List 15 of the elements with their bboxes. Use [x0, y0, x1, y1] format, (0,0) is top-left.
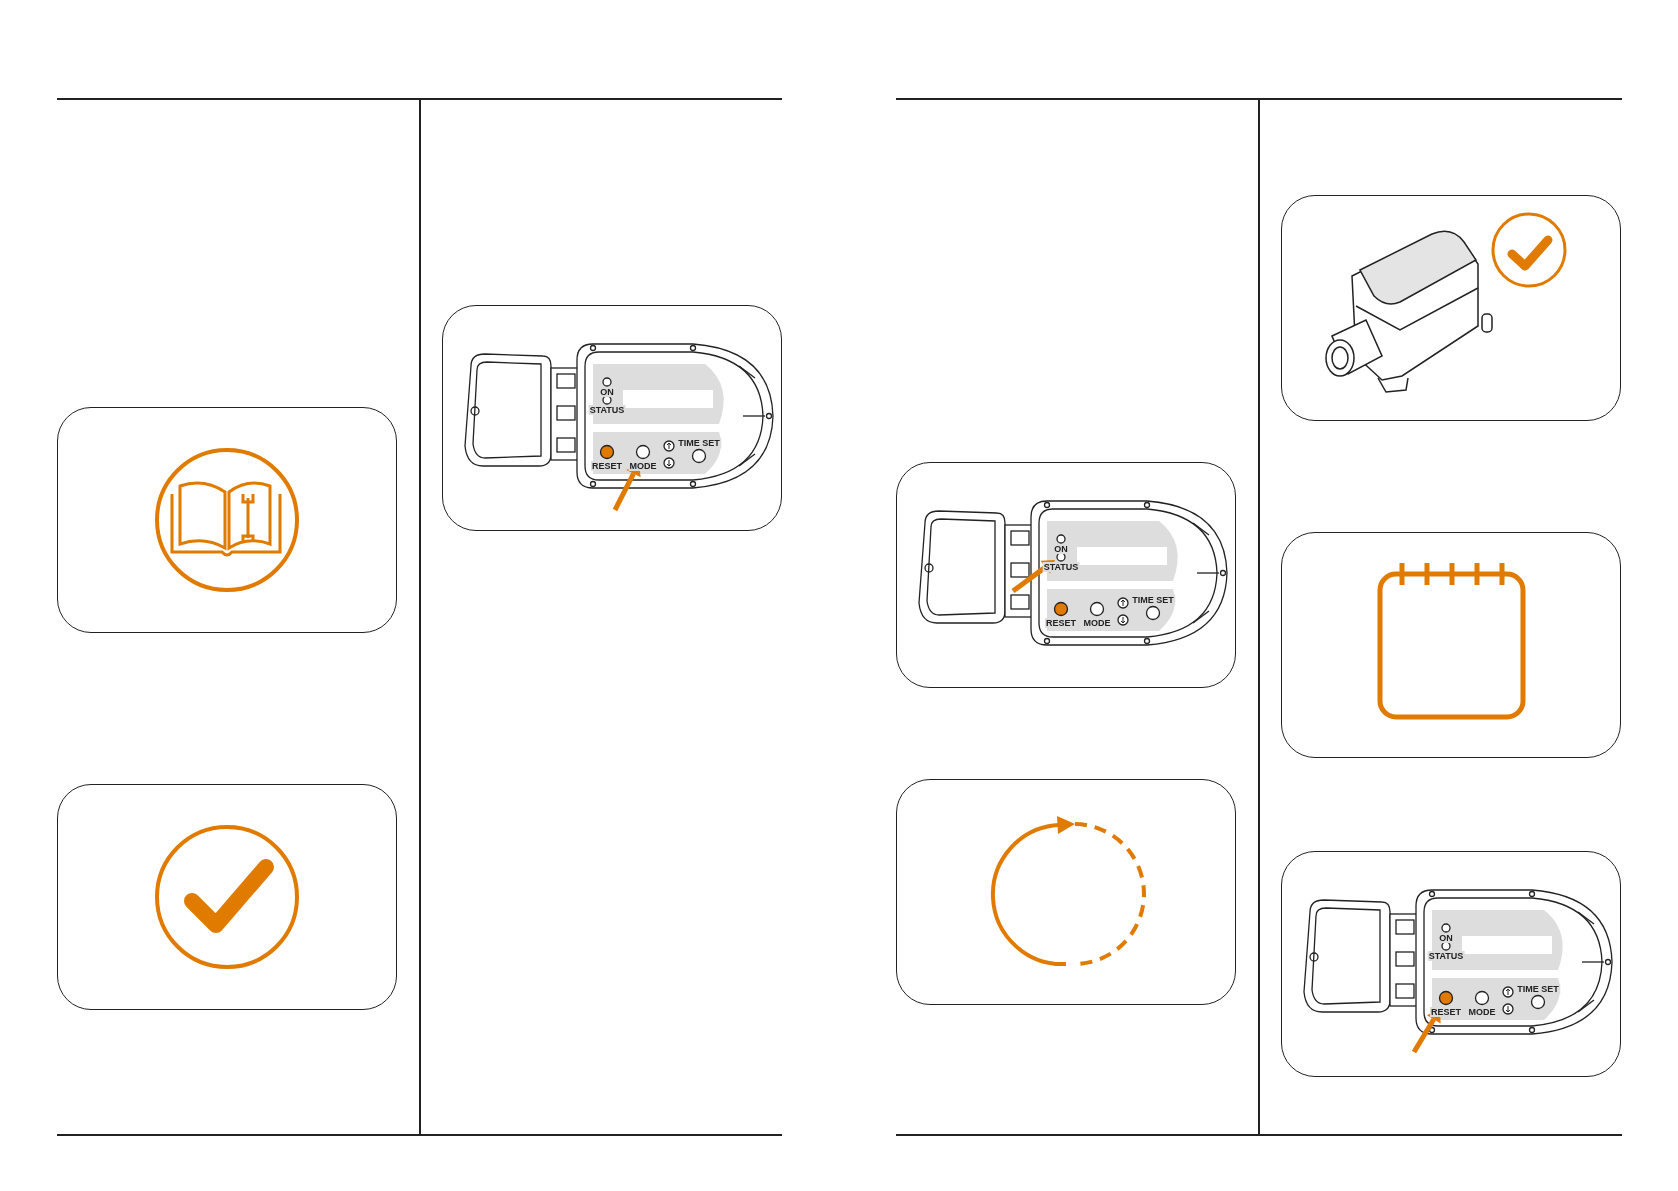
button-caption: MODE	[628, 461, 658, 471]
indicator-caption: STATUS	[1042, 562, 1080, 572]
button-caption: MODE	[1082, 618, 1112, 628]
button-caption: RESET	[1430, 1007, 1462, 1017]
indicator-caption: ON	[599, 387, 615, 397]
button-caption: RESET	[1045, 618, 1077, 628]
button-caption: TIME SET	[677, 438, 721, 448]
indicator-caption: STATUS	[588, 405, 626, 415]
indicator-caption: ON	[1053, 544, 1069, 554]
indicator-caption: STATUS	[1427, 951, 1465, 961]
button-caption: TIME SET	[1516, 984, 1560, 994]
button-caption: RESET	[591, 461, 623, 471]
indicator-caption: ON	[1438, 933, 1454, 943]
button-caption: TIME SET	[1131, 595, 1175, 605]
button-caption: MODE	[1467, 1007, 1497, 1017]
